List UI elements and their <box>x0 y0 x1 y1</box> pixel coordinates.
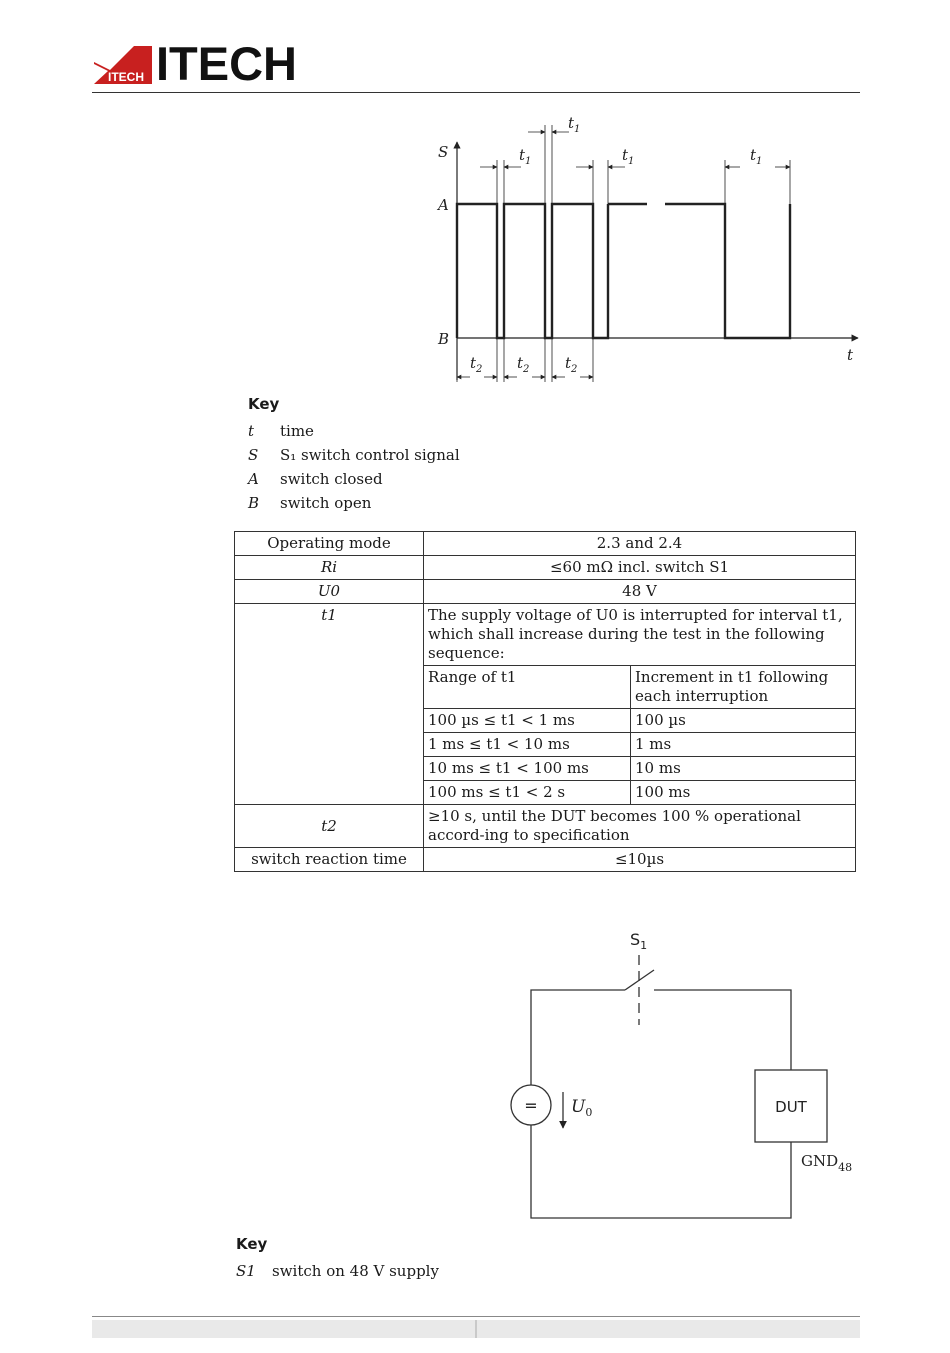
header-divider <box>92 92 860 93</box>
t1-labels: t1 t1 t1 t1 <box>519 114 762 167</box>
key-title: Key <box>248 395 280 413</box>
t2-labels: t2 t2 t2 <box>470 354 577 375</box>
wire-right-top <box>654 989 792 1070</box>
table-row: Ri ≤60 mΩ incl. switch S1 <box>234 555 856 580</box>
mode-label: Operating mode <box>234 531 424 556</box>
gnd-label: GND48 <box>801 1152 852 1174</box>
t1-description: The supply voltage of U0 is interrupted … <box>423 603 856 666</box>
table-row: t2 ≥10 s, until the DUT becomes 100 % op… <box>234 804 856 848</box>
reaction-label: switch reaction time <box>234 847 424 872</box>
ri-value: ≤60 mΩ incl. switch S1 <box>423 555 856 580</box>
level-a-label: A <box>436 196 449 214</box>
dimension-lines <box>456 125 791 382</box>
footer-separator <box>475 1320 477 1338</box>
level-b-label: B <box>437 330 449 348</box>
waveform-diagram: S A B t t1 t1 t1 t1 t2 t2 t2 <box>436 114 859 382</box>
svg-text:t1: t1 <box>622 146 634 167</box>
svg-text:t1: t1 <box>568 114 580 135</box>
svg-text:t1: t1 <box>519 146 531 167</box>
range-cell: 10 ms ≤ t1 < 100 ms <box>423 756 631 781</box>
t2-value: ≥10 s, until the DUT becomes 100 % opera… <box>423 804 856 848</box>
range-header: Range of t1 <box>423 665 631 709</box>
svg-text:t1: t1 <box>750 146 762 167</box>
svg-text:t2: t2 <box>470 354 482 375</box>
voltage-label: U0 <box>571 1097 592 1119</box>
increment-cell: 10 ms <box>630 756 856 781</box>
source-symbol: = <box>524 1096 537 1115</box>
axis-x-label: t <box>847 346 854 364</box>
table-row: 1 ms ≤ t1 < 10 ms 1 ms <box>235 732 856 757</box>
wire-left-top <box>530 989 625 1085</box>
dut-label: DUT <box>775 1098 808 1116</box>
test-parameters-table: Operating mode 2.3 and 2.4 Ri ≤60 mΩ inc… <box>234 531 856 872</box>
table-row: t1 The supply voltage of U0 is interrupt… <box>234 603 856 805</box>
switch-label: S1 <box>630 930 647 952</box>
logo-mark-icon: ITECH <box>94 46 152 84</box>
ri-label: Ri <box>234 555 424 580</box>
brand-name: ITECH <box>156 37 297 90</box>
footer-divider <box>92 1316 860 1317</box>
table-row: switch reaction time ≤10µs <box>234 847 856 872</box>
table-row: U0 48 V <box>234 579 856 604</box>
t1-label: t1 <box>234 603 424 805</box>
range-cell: 1 ms ≤ t1 < 10 ms <box>423 732 631 757</box>
axis-y-label: S <box>438 143 448 161</box>
table-row: 10 ms ≤ t1 < 100 ms 10 ms <box>235 756 856 781</box>
range-cell: 100 µs ≤ t1 < 1 ms <box>423 708 631 733</box>
svg-text:t2: t2 <box>517 354 529 375</box>
switch-signal-final <box>723 202 792 340</box>
logo-badge-text: ITECH <box>108 70 144 84</box>
key-title: Key <box>236 1235 268 1253</box>
wire-bottom <box>530 1125 792 1219</box>
voltage-source <box>510 1084 552 1126</box>
itech-logo: ITECH ITECH <box>94 38 314 90</box>
u0-label: U0 <box>234 579 424 604</box>
reaction-value: ≤10µs <box>423 847 856 872</box>
switch-signal <box>455 202 610 340</box>
dut-box <box>754 1069 828 1143</box>
table-row: 100 µs ≤ t1 < 1 ms 100 µs <box>235 708 856 733</box>
svg-text:t2: t2 <box>565 354 577 375</box>
